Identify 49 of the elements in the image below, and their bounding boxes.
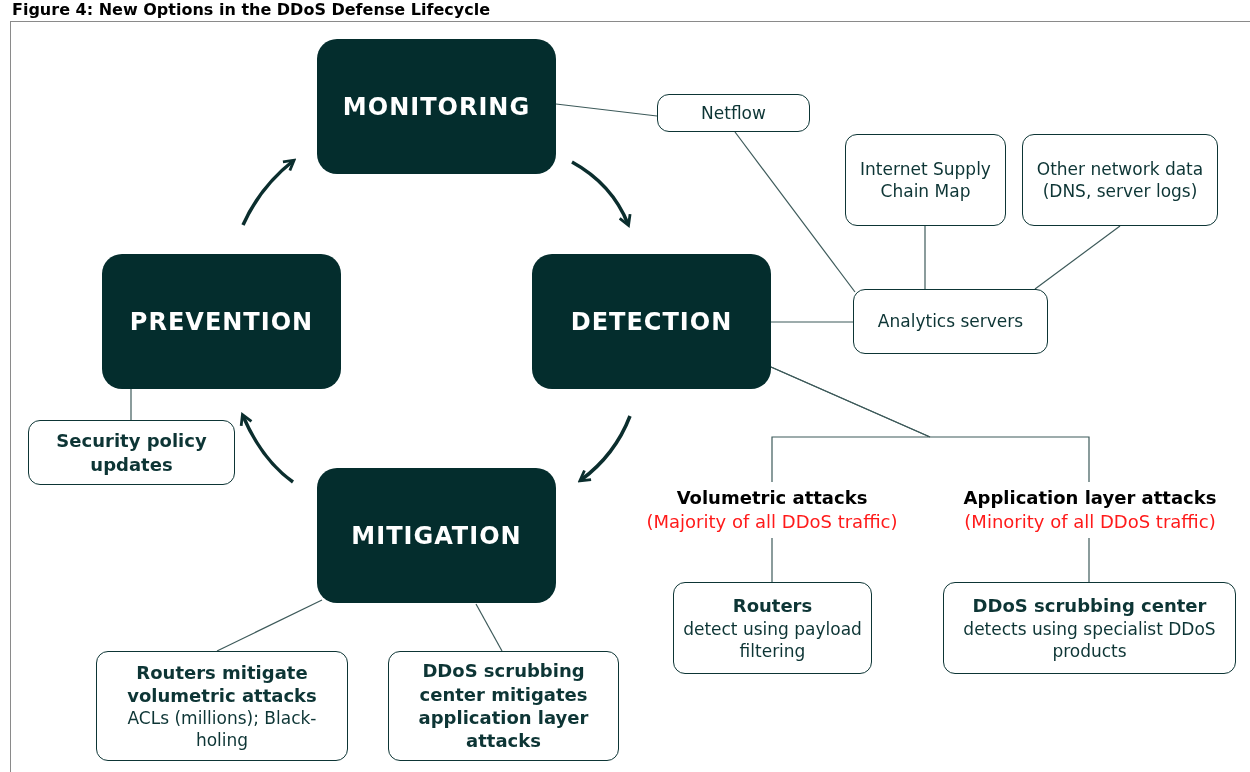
info-box [943, 582, 1236, 674]
connector-line [770, 321, 854, 323]
figure-title: Figure 4: New Options in the DDoS Defense Lifecycle [12, 0, 490, 19]
info-box [845, 134, 1006, 226]
connector-line [475, 603, 503, 652]
cycle-arrow [571, 160, 632, 227]
info-box [1022, 134, 1218, 226]
connector-line [1088, 537, 1090, 583]
stage-label: MONITORING [342, 92, 531, 121]
node-text: Analytics servers [877, 310, 1024, 333]
phase-box [532, 254, 771, 389]
connector-line [216, 599, 323, 652]
stage-label: MITIGATION [351, 521, 522, 550]
info-box [657, 94, 810, 132]
info-box [96, 651, 348, 761]
info-box [388, 651, 619, 761]
node-text: ACLs (millions); Black-holing [126, 707, 318, 752]
stage-label: PREVENTION [129, 307, 314, 336]
node-heading: Routers mitigate volumetric attacks [126, 660, 318, 708]
node-text: Other network data (DNS, server logs) [1035, 157, 1205, 203]
connector-line [771, 537, 773, 583]
cycle-arrow [578, 415, 632, 483]
connector-line [1034, 225, 1121, 290]
cycle-arrow [241, 158, 296, 226]
attack-type-label: Application layer attacks [963, 485, 1217, 510]
node-heading: DDoS scrubbing center [972, 594, 1207, 618]
phase-box [102, 254, 341, 389]
info-box [673, 582, 872, 674]
connector-line [130, 388, 132, 421]
node-text: Netflow [701, 101, 766, 125]
node-text: detect using payload filtering [682, 617, 863, 662]
phase-box [317, 39, 556, 174]
connector-line [734, 131, 856, 293]
node-text: Security policy updates [55, 429, 208, 476]
connector-line [924, 225, 926, 290]
traffic-share-note: (Minority of all DDoS traffic) [964, 510, 1216, 534]
connector-line [555, 103, 658, 117]
node-text: detects using specialist DDoS products [962, 617, 1217, 662]
node-heading: Routers [732, 594, 813, 618]
connector-line [770, 366, 1090, 483]
cycle-arrow [239, 413, 295, 484]
stage-label: DETECTION [570, 307, 733, 336]
phase-box [317, 468, 556, 603]
node-text: DDoS scrubbing center mitigates application layer attacks [417, 659, 590, 753]
info-box [853, 289, 1048, 354]
attack-type-label: Volumetric attacks [676, 485, 868, 510]
node-text: Internet Supply Chain Map [859, 157, 992, 203]
traffic-share-note: (Majority of all DDoS traffic) [646, 510, 898, 534]
info-box [28, 420, 235, 485]
